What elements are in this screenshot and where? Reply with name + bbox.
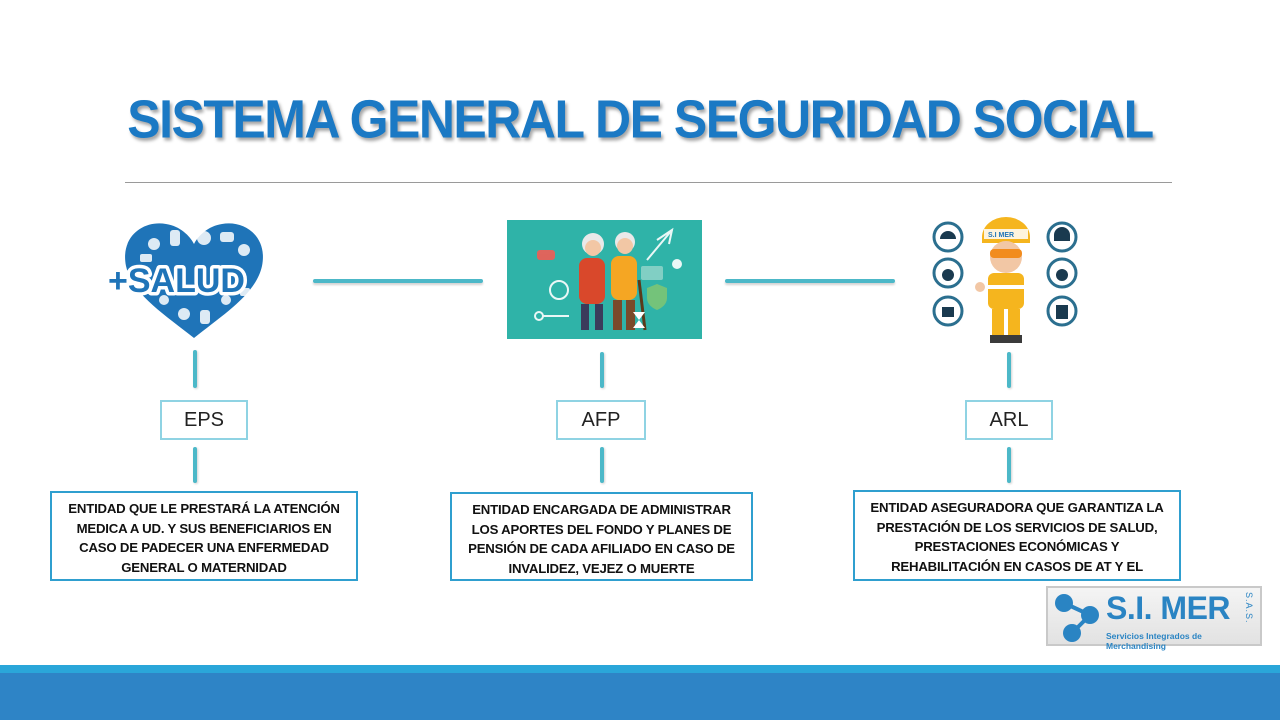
connector-afp-label-desc	[600, 447, 604, 483]
logo-suffix: S.A.S.	[1244, 592, 1254, 624]
page-title: SISTEMA GENERAL DE SEGURIDAD SOCIAL	[127, 88, 1154, 150]
footer-bar	[0, 673, 1280, 720]
salud-text: +SALUD	[108, 262, 245, 300]
arl-description: ENTIDAD ASEGURADORA QUE GARANTIZA LA PRE…	[853, 490, 1181, 581]
connector-afp-icon-label	[600, 352, 604, 388]
logo-name: S.I. MER	[1106, 590, 1231, 626]
svg-text:S.I MER: S.I MER	[988, 232, 1014, 239]
footer-stripe	[0, 665, 1280, 673]
heart-health-icon: +SALUD +SALUD	[104, 214, 284, 340]
title-divider	[125, 182, 1172, 183]
molecule-logo-icon	[1055, 594, 1099, 642]
safety-worker-icon: S.I MER	[928, 215, 1084, 345]
connector-eps-afp	[313, 279, 483, 283]
svg-text:+SALUD: +SALUD	[108, 262, 245, 300]
afp-label: AFP	[556, 400, 646, 440]
eps-description: ENTIDAD QUE LE PRESTARÁ LA ATENCIÓN MEDI…	[50, 491, 358, 581]
arl-label: ARL	[965, 400, 1053, 440]
elderly-couple-pension-icon	[507, 220, 702, 339]
logo-tagline: Servicios Integrados de Merchandising	[1106, 631, 1202, 651]
afp-description: ENTIDAD ENCARGADA DE ADMINISTRAR LOS APO…	[450, 492, 753, 581]
connector-eps-icon-label	[193, 350, 197, 388]
eps-label: EPS	[160, 400, 248, 440]
connector-arl-label-desc	[1007, 447, 1011, 483]
simer-logo: S.I. MER S.A.S. Servicios Integrados de …	[1046, 586, 1262, 651]
connector-afp-arl	[725, 279, 895, 283]
connector-arl-icon-label	[1007, 352, 1011, 388]
connector-eps-label-desc	[193, 447, 197, 483]
